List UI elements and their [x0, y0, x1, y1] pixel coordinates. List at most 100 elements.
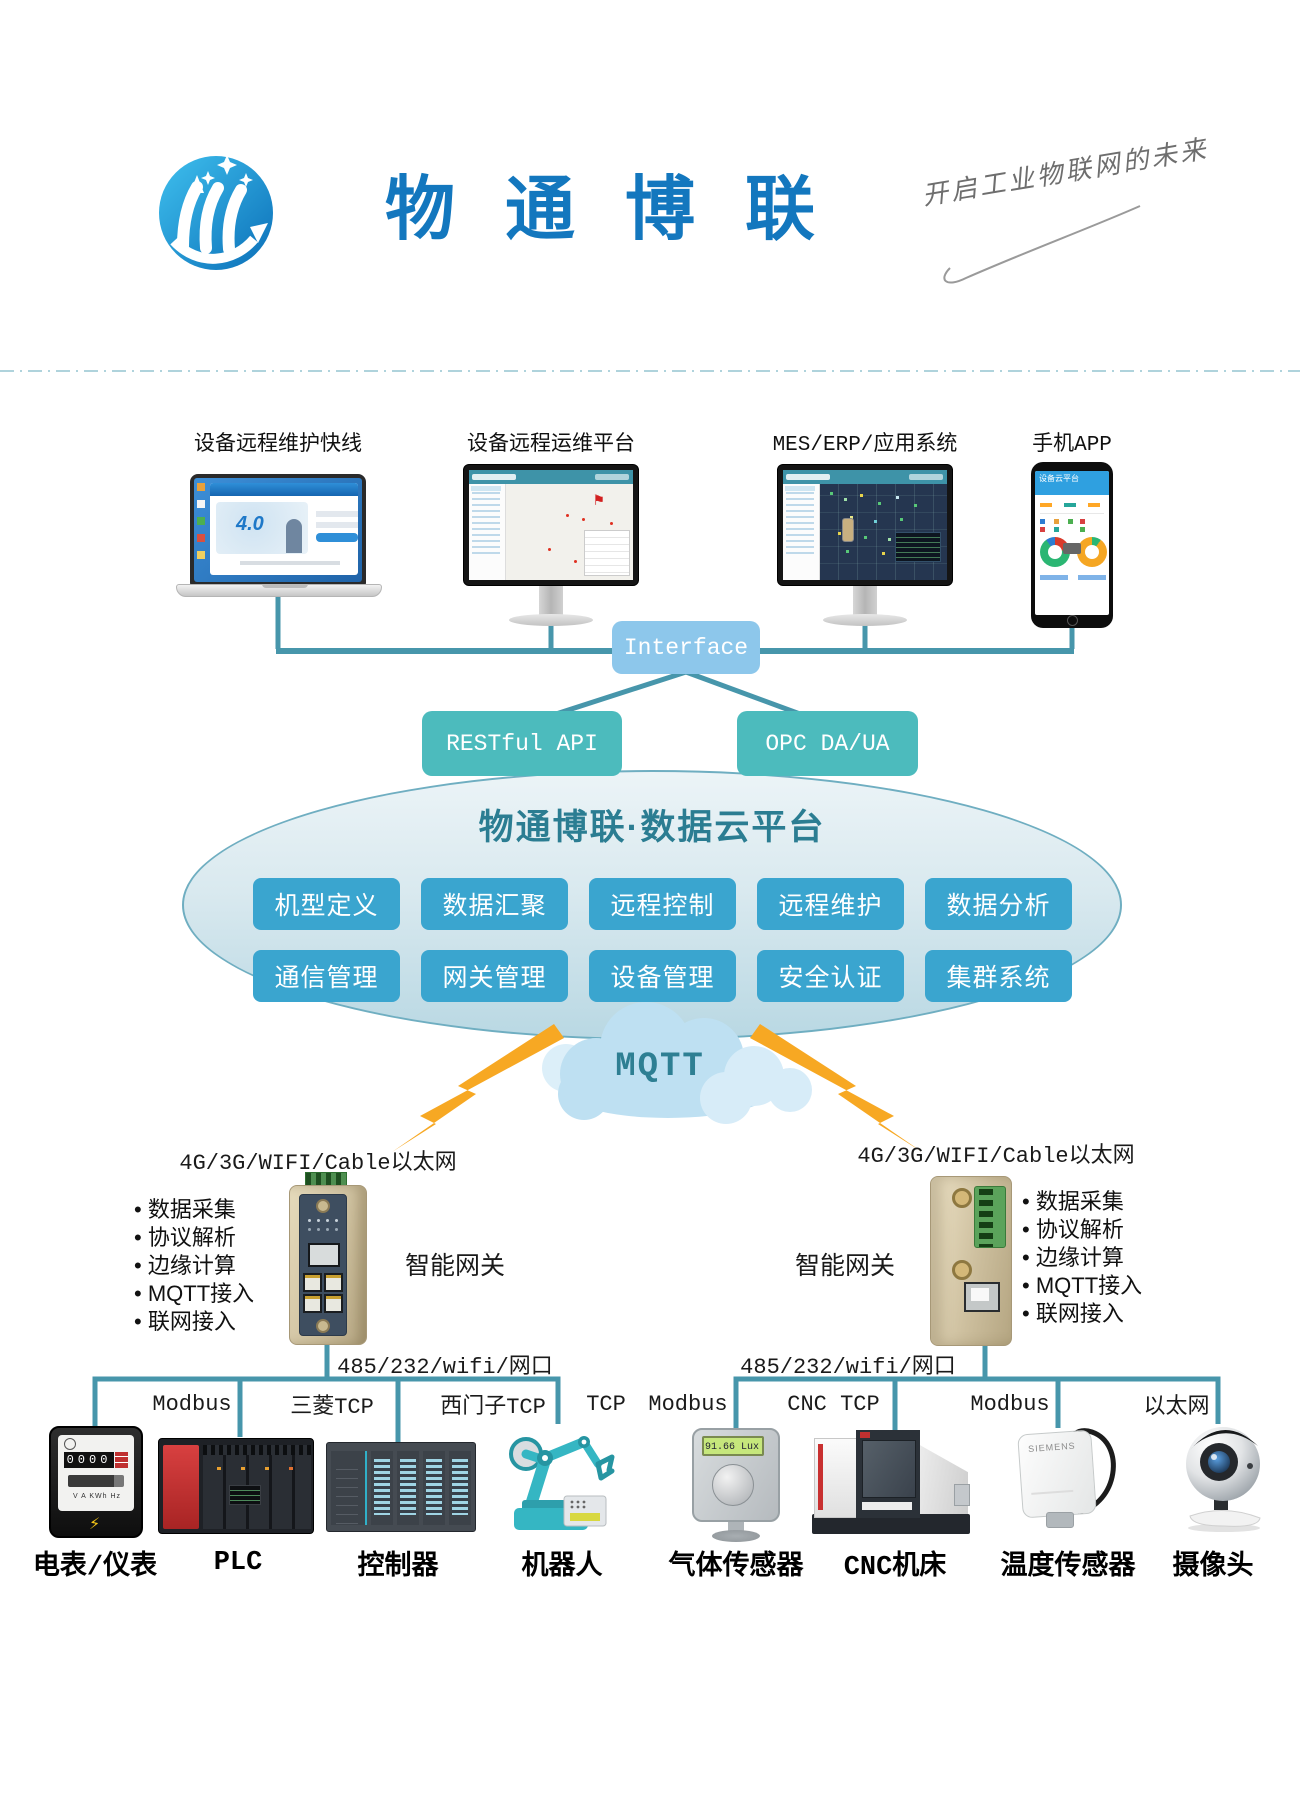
- feature-item: 协议解析: [134, 1224, 254, 1252]
- login-button-graphic: [316, 533, 358, 542]
- feature-item: 联网接入: [1022, 1300, 1142, 1328]
- cnc-window: [862, 1440, 916, 1498]
- meter-counter: 0000: [64, 1452, 114, 1468]
- client-label-ops-platform: 设备远程运维平台: [467, 434, 635, 457]
- meter-red-digit: [115, 1452, 128, 1468]
- interface-box: Interface: [612, 621, 760, 674]
- feature-item: 联网接入: [134, 1308, 254, 1336]
- cnc-machine-illustration: [810, 1428, 972, 1536]
- gateway-name-left: 智能网关: [404, 1252, 505, 1280]
- antenna-connector: [952, 1188, 972, 1208]
- monitor-stand: [853, 586, 877, 616]
- network-label-left: 4G/3G/WIFI/Cable以太网: [179, 1151, 457, 1176]
- opc-da-ua-box: OPC DA/UA: [737, 711, 918, 776]
- gas-sensor-illustration: 91.66 Lux: [688, 1424, 784, 1542]
- chart-tooltip: [1063, 543, 1081, 554]
- app-header-bar: [783, 470, 947, 484]
- feature-item: MQTT接入: [1022, 1272, 1142, 1300]
- china-map-graphic: ⚑: [506, 484, 633, 580]
- ports-label-right: 485/232/wifi/网口: [740, 1355, 956, 1380]
- scada-screen-graphic: [820, 484, 947, 580]
- industry-4-0-text: 4.0: [236, 513, 264, 535]
- device-name-temp-sensor: 温度传感器: [1000, 1553, 1136, 1583]
- plc-display: [229, 1485, 261, 1505]
- brand-logo-icon: [159, 155, 273, 270]
- power-meter-illustration: 0000 V A KWh Hz ⚡: [49, 1426, 143, 1538]
- antenna-connector: [316, 1319, 330, 1333]
- brand-slogan: 开启工业物联网的未来: [919, 134, 1211, 211]
- feature-cluster-system: 集群系统: [925, 950, 1072, 1002]
- laptop-illustration: 4.0: [176, 474, 390, 604]
- feature-item: 边缘计算: [134, 1252, 254, 1280]
- plc-illustration: [158, 1438, 314, 1534]
- device-name-camera: 摄像头: [1172, 1553, 1254, 1583]
- device-name-meter: 电表/仪表: [32, 1553, 158, 1583]
- controller-illustration: [326, 1442, 476, 1532]
- chart-legend-graphic: [1040, 519, 1045, 524]
- feature-item: 数据采集: [1022, 1188, 1142, 1216]
- protocol-ethernet: 以太网: [1143, 1395, 1210, 1420]
- stats-table-graphic: [584, 530, 630, 576]
- terminal-block: [974, 1186, 1006, 1248]
- header-divider: [0, 370, 1300, 372]
- feature-security-auth: 安全认证: [757, 950, 904, 1002]
- phone-home-button: [1067, 615, 1078, 626]
- brand-title: 物通博联: [385, 172, 865, 249]
- feature-item: 协议解析: [1022, 1216, 1142, 1244]
- lightning-glyph-icon: ⚡: [89, 1516, 101, 1533]
- login-window: 4.0: [210, 483, 358, 575]
- person-graphic: [286, 519, 302, 553]
- webcam-illustration: [1186, 1427, 1261, 1532]
- feature-data-aggregation: 数据汇聚: [421, 878, 568, 930]
- lightning-bolt-icons: [392, 1024, 922, 1152]
- smart-gateway-right-illustration: [928, 1162, 1016, 1346]
- ports-label-left: 485/232/wifi/网口: [337, 1355, 553, 1380]
- monitor-map-platform: ⚑: [463, 464, 639, 586]
- protocol-tcp: TCP: [586, 1391, 626, 1417]
- flag-marker-icon: ⚑: [592, 492, 605, 508]
- feature-data-analysis: 数据分析: [925, 878, 1072, 930]
- feature-item: MQTT接入: [134, 1280, 254, 1308]
- ethernet-port: [964, 1282, 1000, 1312]
- feature-device-mgmt: 设备管理: [589, 950, 736, 1002]
- robot-arm-illustration: [509, 1436, 615, 1530]
- device-name-cnc: CNC机床: [843, 1553, 947, 1583]
- restful-api-box: RESTful API: [422, 711, 622, 776]
- platform-title: 物通博联·数据云平台: [478, 808, 826, 847]
- gateway-features-right: 数据采集 协议解析 边缘计算 MQTT接入 联网接入: [1022, 1188, 1142, 1328]
- client-label-remote-maintenance: 设备远程维护快线: [194, 434, 362, 457]
- device-tree-sidebar: [783, 484, 820, 580]
- sensor-knob: [712, 1464, 754, 1506]
- gateway-name-right: 智能网关: [794, 1252, 895, 1280]
- feature-item: 数据采集: [134, 1196, 254, 1224]
- protocol-cnc-tcp: CNC TCP: [787, 1391, 880, 1417]
- device-name-robot: 机器人: [521, 1553, 603, 1583]
- feature-remote-maintenance: 远程维护: [757, 878, 904, 930]
- client-label-mobile-app: 手机APP: [1032, 434, 1112, 457]
- smart-gateway-left-illustration: [283, 1172, 383, 1345]
- device-name-gas-sensor: 气体传感器: [668, 1553, 804, 1583]
- device-tree-sidebar: [469, 484, 506, 580]
- protocol-mitsubishi-tcp: 三菱TCP: [290, 1395, 374, 1420]
- antenna-connector: [952, 1260, 972, 1280]
- protocol-modbus: Modbus: [970, 1391, 1050, 1417]
- login-fields: [316, 511, 358, 517]
- protocol-modbus: Modbus: [152, 1391, 232, 1417]
- desktop-icons: [197, 483, 205, 491]
- gateway-features-left: 数据采集 协议解析 边缘计算 MQTT接入 联网接入: [134, 1196, 254, 1336]
- sensor-lcd-reading: 91.66 Lux: [702, 1436, 764, 1456]
- device-name-controller: 控制器: [357, 1553, 439, 1583]
- protocol-modbus: Modbus: [648, 1391, 728, 1417]
- phone-illustration: 设备云平台: [1031, 462, 1113, 628]
- temperature-sensor-illustration: SIEMENS: [1017, 1420, 1130, 1530]
- monitor-scada-system: [777, 464, 953, 586]
- app-header: 设备云平台: [1035, 471, 1109, 495]
- status-leds: [308, 1219, 311, 1222]
- app-header-bar: [469, 470, 633, 484]
- antenna-connector: [316, 1199, 330, 1213]
- monitor-base: [509, 614, 593, 626]
- device-name-plc: PLC: [213, 1548, 263, 1578]
- sensor-brand: SIEMENS: [1027, 1440, 1076, 1454]
- feature-item: 边缘计算: [1022, 1244, 1142, 1272]
